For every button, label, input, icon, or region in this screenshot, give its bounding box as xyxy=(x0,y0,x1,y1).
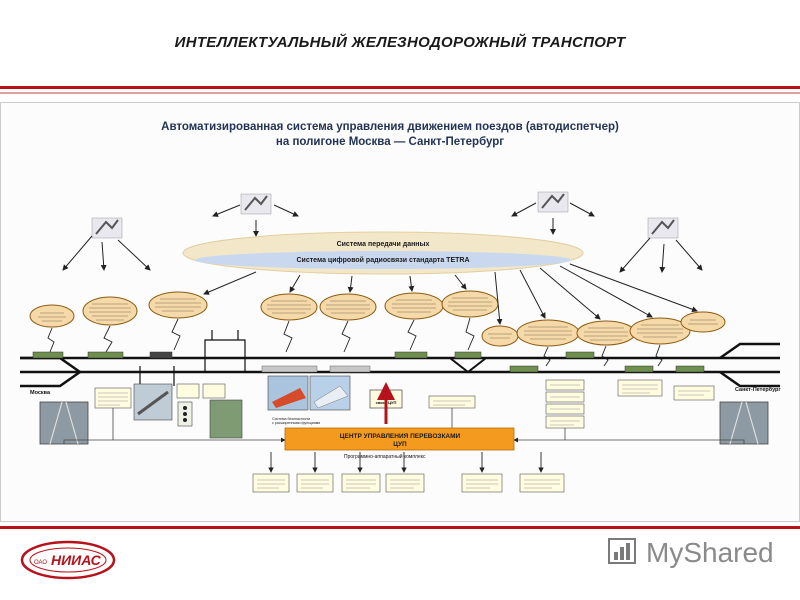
module-box-text-lines xyxy=(257,479,560,489)
subsystem-ellipse xyxy=(629,317,691,345)
watermark-text: MyShared xyxy=(646,537,774,568)
module-box xyxy=(461,473,503,493)
control-links xyxy=(63,408,745,444)
satellite-icon xyxy=(537,191,569,213)
catenary-portals xyxy=(139,330,246,386)
train xyxy=(394,351,428,359)
subsystem-ellipse xyxy=(680,311,726,333)
control-center-abbr: ЦУП xyxy=(393,441,407,448)
subsystem-ellipse xyxy=(29,304,75,328)
info-box xyxy=(545,415,585,429)
info-box xyxy=(673,385,715,401)
logo-text: НИИАС xyxy=(51,552,102,568)
safety-caption-line1: Система безопасности xyxy=(272,417,310,421)
data-network-label: Система передачи данных xyxy=(337,241,430,248)
ellipse-text-lines xyxy=(38,297,718,341)
module-boxes xyxy=(252,473,565,493)
slide-title: Автоматизированная система управления дв… xyxy=(100,120,680,150)
header-rule-dark xyxy=(0,86,800,89)
info-box-text-lines xyxy=(98,384,710,426)
photo-signal xyxy=(177,401,193,427)
tetra-network-label: Система цифровой радиосвязи стандарта TE… xyxy=(297,256,470,264)
module-box xyxy=(252,473,290,493)
module-box xyxy=(341,473,381,493)
subsystem-ellipses xyxy=(29,290,726,347)
control-center-label: ЦЕНТР УПРАВЛЕНИЯ ПЕРЕВОЗКАМИ xyxy=(340,433,461,440)
train xyxy=(675,365,705,373)
satellite-icon xyxy=(240,193,272,215)
info-box xyxy=(428,395,476,409)
info-box xyxy=(176,383,200,399)
module-box xyxy=(385,473,425,493)
train xyxy=(624,365,654,373)
cloud-links xyxy=(203,263,698,325)
subsystem-ellipse xyxy=(441,290,499,318)
satellite-icon xyxy=(91,217,123,239)
photo-highspeed-train xyxy=(309,375,351,411)
watermark: MyShared xyxy=(606,536,774,570)
train xyxy=(32,351,64,359)
logo-prefix: ОАО xyxy=(34,560,47,566)
station-spb-label: Санкт-Петербург xyxy=(735,386,781,393)
train xyxy=(261,365,318,373)
subsystem-ellipse xyxy=(82,296,138,326)
slide-title-line1: Автоматизированная система управления дв… xyxy=(161,121,619,133)
software-complex-label: Программно-аппаратный комплекс xyxy=(344,453,426,460)
info-box xyxy=(202,383,226,399)
photo-track-spb xyxy=(719,401,769,445)
train xyxy=(149,351,173,359)
subsystem-ellipse xyxy=(319,293,377,321)
photo-train xyxy=(267,375,309,411)
trains xyxy=(32,351,705,373)
satellite-icon xyxy=(647,217,679,239)
footer-rule-dark xyxy=(0,526,800,529)
photo-crane xyxy=(133,383,173,421)
module-box xyxy=(519,473,565,493)
subsystem-ellipse xyxy=(576,320,636,346)
subsystem-ellipse xyxy=(516,319,580,347)
control-center-box xyxy=(284,427,515,451)
satellite-links xyxy=(62,202,703,273)
subsystem-ellipse xyxy=(260,293,318,321)
info-box xyxy=(617,379,663,397)
safety-caption-line2: с расширенными функциями xyxy=(272,421,320,425)
header-rule-light xyxy=(0,92,800,94)
niias-logo: ОАО НИИАС xyxy=(20,540,116,580)
train xyxy=(329,365,371,373)
slide-title-line2: на полигоне Москва — Санкт-Петербург xyxy=(275,136,505,148)
subsystem-ellipse xyxy=(481,325,519,347)
train xyxy=(454,351,482,359)
subsystem-ellipse xyxy=(148,291,208,319)
station-moscow-label: Москва xyxy=(30,390,51,396)
photo-infrastructure xyxy=(209,399,243,439)
subsystem-ellipse xyxy=(384,292,444,320)
railway-track xyxy=(20,342,780,388)
train xyxy=(565,351,595,359)
module-box xyxy=(296,473,334,493)
train xyxy=(87,351,124,359)
data-network-cloud xyxy=(182,231,584,275)
module-arrows xyxy=(268,452,544,473)
radio-links xyxy=(47,317,663,367)
photo-track-moscow xyxy=(39,401,89,445)
page-title: ИНТЕЛЛЕКТУАЛЬНЫЙ ЖЕЛЕЗНОДОРОЖНЫЙ ТРАНСПО… xyxy=(174,34,626,51)
train xyxy=(509,365,539,373)
chart-logo-icon xyxy=(608,538,636,564)
